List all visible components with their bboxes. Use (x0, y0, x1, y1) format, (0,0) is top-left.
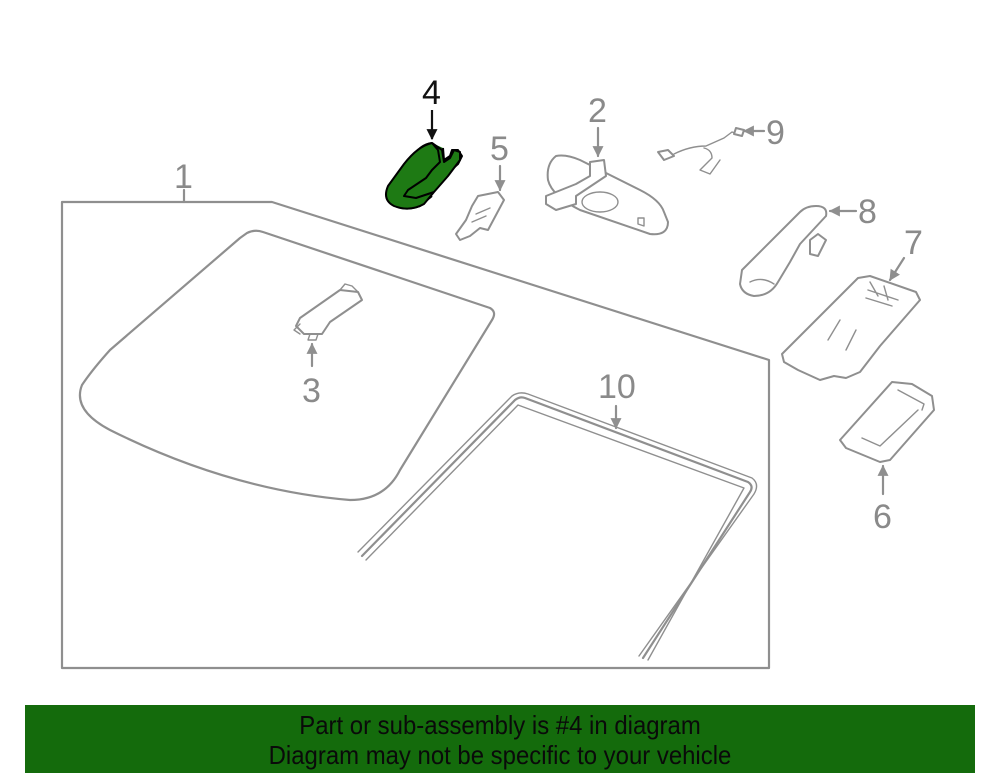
part-6-lamp-module[interactable] (839, 381, 935, 463)
part-8-lamp-housing[interactable] (739, 205, 828, 297)
callout-9[interactable]: 9 (766, 114, 785, 152)
banner-disclaimer-line: Diagram may not be specific to your vehi… (268, 740, 732, 770)
windshield-frame (60, 200, 771, 670)
part-3-bracket[interactable] (293, 283, 363, 341)
part-2-mirror[interactable] (545, 154, 669, 236)
part-1-windshield[interactable] (60, 200, 771, 670)
callout-8[interactable]: 8 (858, 193, 877, 231)
windshield-glass (78, 229, 496, 502)
callout-1[interactable]: 1 (174, 158, 193, 196)
parts-diagram: 1 10 3 4 5 2 9 (60, 74, 935, 670)
leader-7 (888, 256, 906, 282)
callout-3[interactable]: 3 (302, 372, 321, 410)
banner-part-line: Part or sub-assembly is #4 in diagram (299, 710, 701, 740)
part-7-console-bracket[interactable] (781, 275, 921, 381)
part-10-molding[interactable] (357, 392, 758, 661)
callout-5[interactable]: 5 (490, 130, 509, 168)
callout-7[interactable]: 7 (904, 224, 923, 262)
callout-2[interactable]: 2 (588, 92, 607, 130)
part-9-harness[interactable] (657, 127, 745, 175)
info-banner: Part or sub-assembly is #4 in diagram Di… (25, 705, 975, 773)
callout-4[interactable]: 4 (422, 74, 441, 112)
callout-6[interactable]: 6 (873, 498, 892, 536)
part-5-mount[interactable] (455, 191, 505, 241)
part-4-clip-highlighted[interactable] (385, 142, 463, 210)
callout-10[interactable]: 10 (598, 368, 636, 406)
